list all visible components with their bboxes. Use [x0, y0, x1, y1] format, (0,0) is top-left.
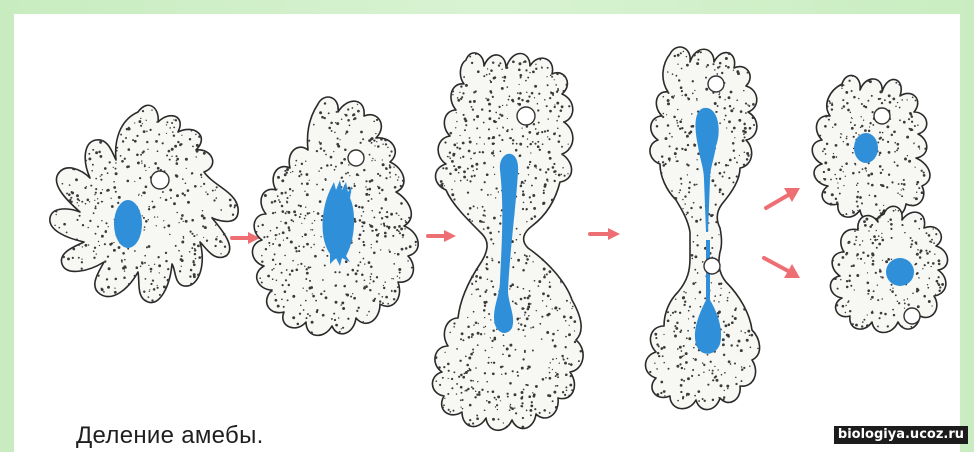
amoeba-stage-3: [432, 53, 583, 430]
contractile-vacuole-1: [151, 171, 169, 189]
contractile-vacuole-3: [517, 107, 535, 125]
nucleus-1: [114, 200, 142, 248]
daughter-amoeba-1: [812, 75, 930, 220]
daughter-amoeba-2: [830, 206, 947, 332]
daughter-vacuole-2: [904, 308, 920, 324]
amoeba-stage-2: [252, 97, 418, 335]
amoeba-division-diagram: [14, 14, 960, 452]
arrow-3: [590, 228, 620, 240]
source-watermark: biologiya.ucoz.ru: [834, 426, 968, 444]
amoeba-cell-1: [50, 105, 238, 302]
contractile-vacuole-4b: [704, 258, 720, 274]
amoeba-cell-4: [646, 47, 760, 410]
arrow-4-up: [766, 188, 800, 208]
amoeba-stage-1: [50, 105, 238, 302]
daughter-nucleus-2: [886, 258, 914, 286]
daughter-vacuole-1: [874, 108, 890, 124]
daughter-nucleus-1: [854, 133, 878, 163]
arrow-2: [428, 230, 456, 242]
arrow-5-down: [764, 258, 800, 278]
contractile-vacuole-4: [708, 76, 724, 92]
figure-caption: Деление амебы.: [76, 422, 264, 450]
figure-panel: Деление амебы.: [14, 14, 960, 452]
contractile-vacuole-2: [348, 150, 364, 166]
amoeba-stage-4: [646, 47, 760, 410]
